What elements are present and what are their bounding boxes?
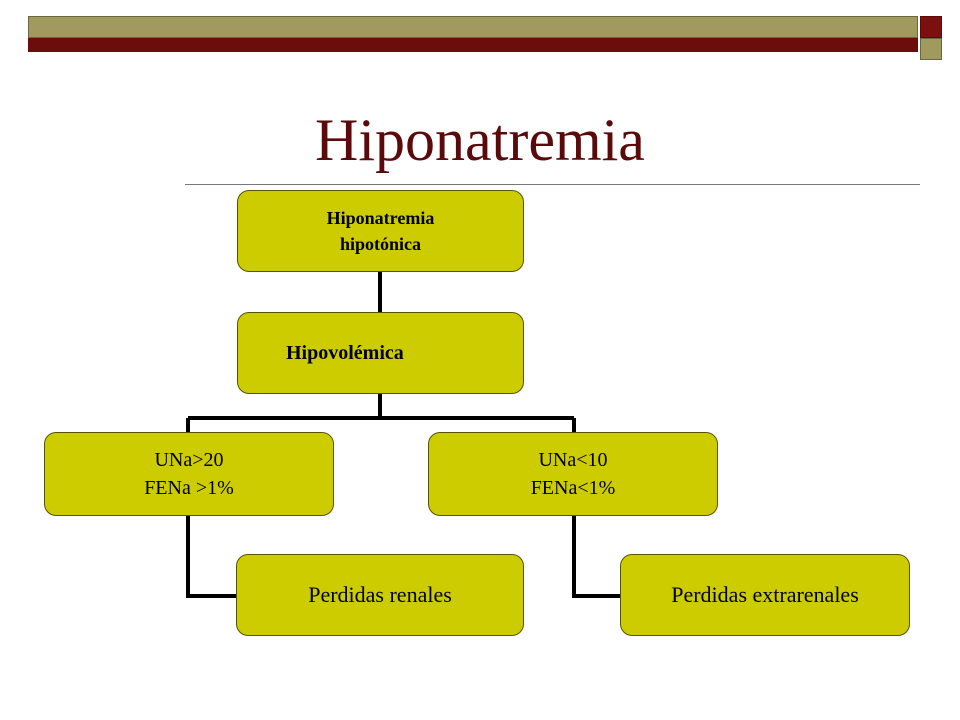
node-perdidas-renales: Perdidas renales	[236, 554, 524, 636]
node-extrarenal-criteria-line1: UNa<10	[538, 449, 608, 471]
node-root-line1: Hiponatremia	[326, 208, 435, 228]
node-renal-criteria: UNa>20 FENa >1%	[44, 432, 334, 516]
slide-title: Hiponatremia	[315, 107, 645, 173]
node-perdidas-extrarenales-label: Perdidas extrarenales	[671, 582, 859, 607]
connector-right-child	[572, 516, 620, 598]
node-extrarenal-criteria: UNa<10 FENa<1%	[428, 432, 718, 516]
node-renal-criteria-line1: UNa>20	[154, 449, 224, 471]
node-renal-criteria-line2: FENa >1%	[144, 477, 234, 499]
node-hipovolemica: Hipovolémica	[237, 312, 524, 394]
node-perdidas-extrarenales: Perdidas extrarenales	[620, 554, 910, 636]
node-extrarenal-criteria-line2: FENa<1%	[530, 477, 616, 499]
top-decor-bar-maroon	[28, 38, 918, 52]
title-underline	[185, 184, 920, 185]
corner-square-maroon	[920, 16, 942, 38]
top-decor-bar-olive	[28, 16, 918, 38]
corner-square-olive	[920, 38, 942, 60]
node-root-line2: hipotónica	[339, 234, 422, 254]
node-perdidas-renales-label: Perdidas renales	[308, 582, 452, 607]
node-hipovolemica-label: Hipovolémica	[286, 341, 404, 364]
node-hiponatremia-hipotonica: Hiponatremia hipotónica	[237, 190, 524, 272]
connector-left-child	[186, 516, 236, 598]
